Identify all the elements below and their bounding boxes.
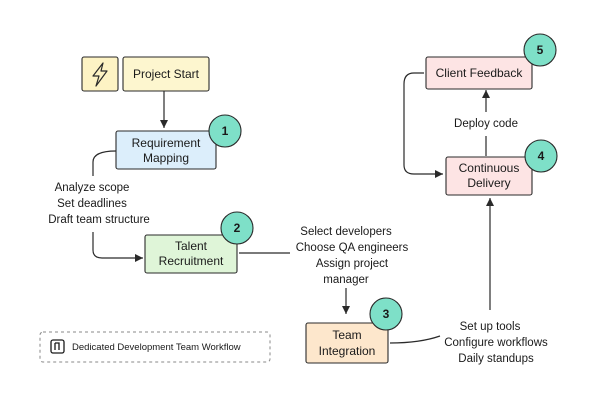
edge-label-select-developers: Select developers [300, 226, 392, 238]
node-client-feedback: Client Feedback 5 [425, 33, 557, 90]
talent-label-line2: Recruitment [159, 254, 224, 268]
node-continuous-delivery: Continuous Delivery 4 [445, 139, 558, 196]
node-project-start: Project Start [81, 56, 210, 92]
start-label: Project Start [133, 67, 200, 81]
step-badge-4 [524, 139, 558, 173]
start-icon-box [81, 56, 119, 92]
step-badge-5-number: 5 [537, 43, 544, 57]
step-badge-3-number: 3 [383, 307, 390, 321]
edge-labels-integration-to-delivery: Set up tools Configure workflows Daily s… [444, 321, 548, 365]
legend: Dedicated Development Team Workflow [39, 331, 271, 363]
legend-text: Dedicated Development Team Workflow [72, 342, 241, 353]
edge-label-choose-qa-engineers: Choose QA engineers [296, 242, 409, 254]
edge-requirement-to-talent [92, 150, 143, 258]
edge-integration-to-delivery [389, 198, 490, 344]
feedback-label: Client Feedback [436, 66, 524, 80]
edge-label-manager: manager [323, 274, 369, 286]
talent-label-line1: Talent [175, 239, 208, 253]
integration-label-line1: Team [332, 328, 361, 342]
edge-label-daily-standups: Daily standups [458, 353, 534, 365]
integration-label-line2: Integration [319, 344, 376, 358]
edge-label-configure-workflows: Configure workflows [444, 337, 548, 349]
delivery-box [445, 156, 533, 196]
requirement-box [115, 130, 217, 170]
edge-label-set-deadlines: Set deadlines [57, 198, 127, 210]
step-badge-4-number: 4 [538, 149, 545, 163]
talent-box [144, 234, 238, 274]
node-requirement-mapping: Requirement Mapping 1 [115, 114, 242, 170]
step-badge-5 [523, 33, 557, 67]
connectors [92, 72, 490, 344]
requirement-label-line1: Requirement [132, 136, 201, 150]
node-talent-recruitment: Talent Recruitment 2 [144, 211, 254, 274]
edge-label-assign-project: Assign project [316, 258, 389, 270]
step-badge-1-number: 1 [222, 124, 229, 138]
edge-label-set-up-tools: Set up tools [460, 321, 521, 333]
delivery-label-line2: Delivery [467, 176, 510, 190]
start-box [122, 56, 210, 92]
delivery-label-line1: Continuous [459, 161, 520, 175]
step-badge-2 [220, 211, 254, 245]
logo-icon-mark [54, 342, 60, 350]
step-badge-1 [208, 114, 242, 148]
edge-feedback-loop [403, 72, 443, 178]
edge-labels-requirement-to-talent: Analyze scope Set deadlines Draft team s… [48, 182, 150, 226]
step-badge-3 [369, 297, 403, 331]
requirement-label-line2: Mapping [143, 151, 189, 165]
integration-box [305, 322, 389, 364]
lightning-icon [92, 62, 108, 87]
edge-label-analyze-scope: Analyze scope [55, 182, 130, 194]
edge-label-draft-team-structure: Draft team structure [48, 214, 150, 226]
edge-label-deploy-code: Deploy code [454, 118, 518, 130]
feedback-box [425, 56, 533, 90]
node-team-integration: Team Integration 3 [305, 297, 403, 364]
legend-box [39, 331, 271, 363]
logo-icon [50, 339, 65, 354]
edge-labels-talent-to-integration: Select developers Choose QA engineers As… [296, 226, 409, 286]
step-badge-2-number: 2 [234, 221, 241, 235]
